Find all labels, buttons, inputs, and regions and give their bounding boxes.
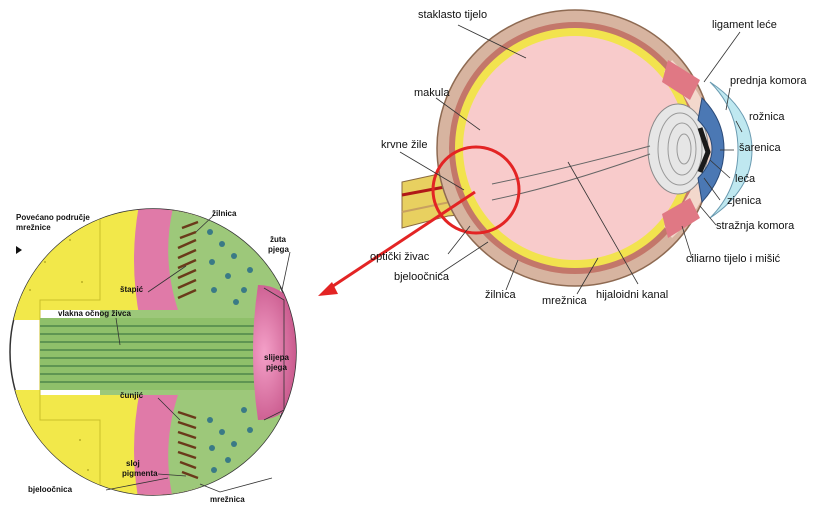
label-lens-ligament: ligament leće	[712, 19, 777, 31]
label-lens: leća	[735, 173, 756, 185]
detail-label-pigment-1: sloj	[126, 459, 140, 468]
label-retina: mrežnica	[542, 295, 588, 307]
detail-title-line2: mrežnice	[16, 223, 51, 232]
label-anterior-chamber: prednja komora	[730, 75, 807, 87]
label-vitreous: staklasto tijelo	[418, 9, 487, 21]
detail-label-nerve-fibers: vlakna očnog živca	[58, 309, 131, 318]
label-blood-vessels: krvne žile	[381, 139, 427, 151]
label-optic-nerve: optički živac	[370, 251, 430, 263]
detail-title-line1: Povećano područje	[16, 213, 90, 222]
label-hyaloid-canal: hijaloidni kanal	[596, 289, 668, 301]
detail-label-rod: štapić	[120, 285, 144, 294]
nerve-fiber-bundle	[40, 318, 280, 390]
label-macula: makula	[414, 87, 450, 99]
label-posterior-chamber: stražnja komora	[716, 220, 795, 232]
label-sclera: bjeloočnica	[394, 271, 450, 283]
label-choroid: žilnica	[485, 289, 516, 301]
detail-label-pigment-2: pigmenta	[122, 469, 158, 478]
title-pointer-icon	[16, 246, 22, 254]
detail-label-choroid: žilnica	[212, 209, 237, 218]
retina-detail: Povećano područje mrežnice žilnica žuta …	[0, 200, 310, 508]
label-pupil: zjenica	[727, 195, 762, 207]
detail-label-blind-spot-1: slijepa	[264, 353, 289, 362]
detail-label-yellow-spot-1: žuta	[270, 235, 287, 244]
detail-label-yellow-spot-2: pjega	[268, 245, 289, 254]
detail-label-sclera: bjeloočnica	[28, 485, 73, 494]
label-iris: šarenica	[739, 142, 781, 154]
detail-label-retina: mrežnica	[210, 495, 245, 504]
detail-label-cone: čunjić	[120, 391, 144, 400]
label-ciliary: ciliarno tijelo i mišić	[686, 253, 781, 265]
label-cornea: rožnica	[749, 111, 785, 123]
eye-cross-section: staklasto tijelo ligament leće prednja k…	[318, 9, 807, 307]
detail-label-blind-spot-2: pjega	[266, 363, 287, 372]
